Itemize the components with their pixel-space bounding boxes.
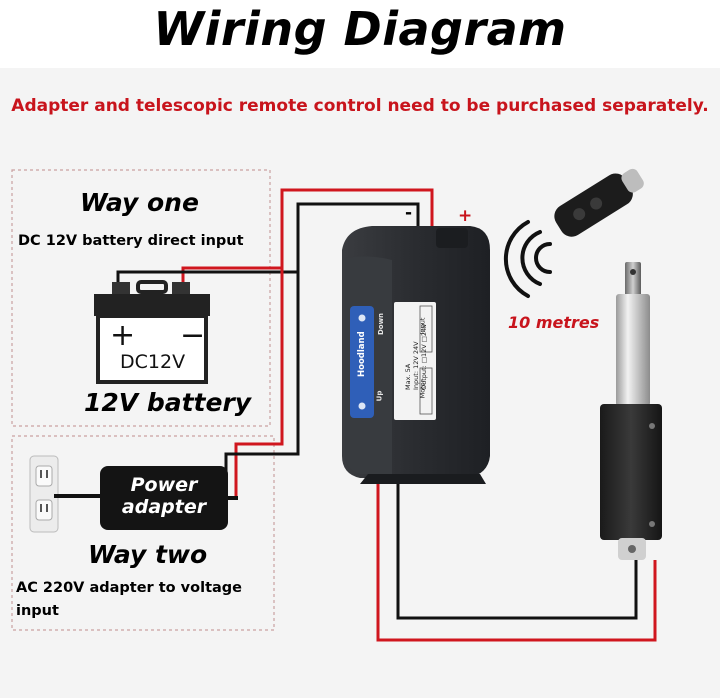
battery-minus-sign: − xyxy=(180,318,206,353)
motor-red-wire xyxy=(376,470,657,642)
controller-brand: Hoodland xyxy=(357,331,367,377)
controller-box-icon xyxy=(342,226,490,484)
purchase-notice: Adapter and telescopic remote control ne… xyxy=(11,96,709,116)
remote-range-label: 10 metres xyxy=(508,313,600,332)
way-one-heading: Way one xyxy=(80,188,199,217)
wall-outlet-icon xyxy=(29,455,100,533)
battery-icon xyxy=(94,280,210,384)
controller-label-down: Down xyxy=(377,312,386,336)
signal-waves-icon xyxy=(503,220,552,298)
negative-wire-sign: - xyxy=(405,203,413,223)
power-adapter-icon xyxy=(100,466,238,530)
battery-label: DC12V xyxy=(120,351,186,373)
page-title: Wiring Diagram xyxy=(153,2,567,56)
controller-port-input: Input xyxy=(418,317,427,335)
controller-spec-line1: Max. 5A xyxy=(404,363,412,390)
way-one-box xyxy=(11,169,271,427)
battery-caption: 12V battery xyxy=(84,388,252,417)
controller-label-up: Up xyxy=(375,390,384,402)
positive-wire-sign: + xyxy=(458,206,473,226)
power-adapter-label: Power adapter xyxy=(108,474,220,518)
way-two-description-line1: AC 220V adapter to voltage xyxy=(16,580,242,596)
linear-actuator-icon xyxy=(600,262,662,560)
way-one-description: DC 12V battery direct input xyxy=(18,233,244,249)
battery-black-wire xyxy=(116,202,420,290)
way-two-heading: Way two xyxy=(88,540,208,569)
power-adapter-label-line2: adapter xyxy=(121,496,207,518)
power-adapter-label-line1: Power xyxy=(130,474,198,496)
adapter-red-wire xyxy=(234,268,284,500)
controller-port-motor: Motor xyxy=(418,379,427,399)
motor-black-wire xyxy=(396,470,638,620)
way-two-description-line2: input xyxy=(16,603,59,619)
remote-control-icon xyxy=(554,168,644,237)
battery-plus-sign: + xyxy=(110,318,136,353)
